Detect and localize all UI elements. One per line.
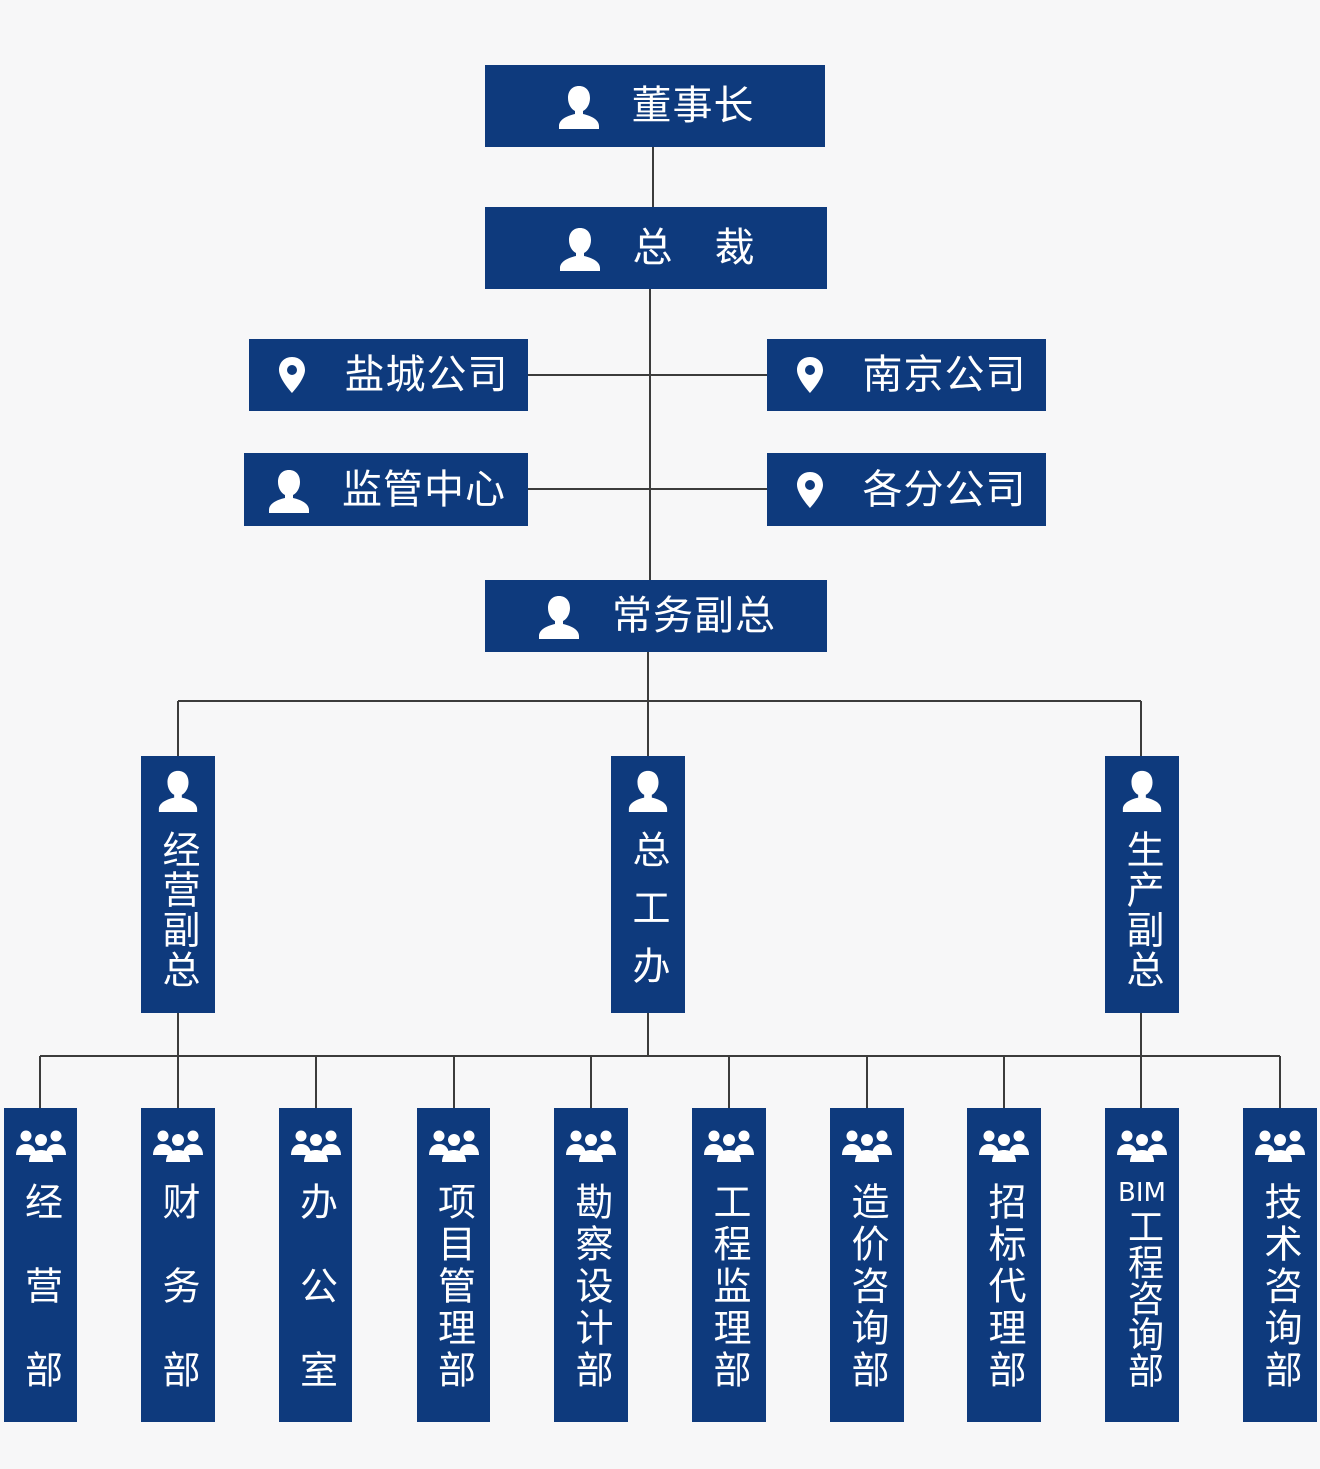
location-pin-icon xyxy=(269,352,315,398)
dept-business-label: 经营部 xyxy=(18,1182,63,1434)
dept-business: 经营部 xyxy=(4,1108,77,1434)
dept-cost-consulting: 造价咨询部 xyxy=(830,1108,904,1422)
person-icon xyxy=(156,768,200,812)
person-icon xyxy=(626,768,670,812)
group-icon xyxy=(428,1128,480,1162)
yancheng-company-box: 盐城公司 xyxy=(249,339,528,411)
dept-survey-design-label: 勘察设计部 xyxy=(569,1182,613,1392)
dept-engineering-supervision: 工程监理部 xyxy=(692,1108,766,1422)
executive-vp-label: 常务副总 xyxy=(612,593,776,639)
supervision-center-box: 监管中心 xyxy=(244,453,528,526)
vp-business-label: 经营副总 xyxy=(156,830,200,990)
dept-bidding-agency-label: 招标代理部 xyxy=(982,1182,1026,1392)
yancheng-company-label: 盐城公司 xyxy=(344,352,509,398)
president-label: 总 裁 xyxy=(632,225,756,271)
nanjing-company-label: 南京公司 xyxy=(862,352,1027,398)
person-icon xyxy=(557,225,603,271)
supervision-center-label: 监管中心 xyxy=(342,466,506,513)
dept-office: 办公室 xyxy=(279,1108,352,1434)
group-icon xyxy=(565,1128,617,1162)
nanjing-company-box: 南京公司 xyxy=(767,339,1046,411)
dept-project-management: 项目管理部 xyxy=(417,1108,490,1422)
group-icon xyxy=(290,1128,342,1162)
dept-project-management-label: 项目管理部 xyxy=(431,1182,476,1392)
group-icon xyxy=(152,1128,204,1162)
dept-survey-design: 勘察设计部 xyxy=(554,1108,628,1422)
president-box: 总 裁 xyxy=(485,207,827,289)
group-icon xyxy=(1116,1128,1168,1162)
vp-business-box: 经营副总 xyxy=(141,756,215,1013)
group-icon xyxy=(15,1128,67,1162)
dept-bim-engineering-consulting: BIM 工程咨询部 xyxy=(1105,1108,1179,1422)
vp-production-label: 生产副总 xyxy=(1120,830,1164,990)
group-icon xyxy=(841,1128,893,1162)
dept-office-label: 办公室 xyxy=(293,1182,338,1434)
chief-engineer-office-box: 总工办 xyxy=(611,756,685,1013)
person-icon xyxy=(1120,768,1164,812)
dept-bidding-agency: 招标代理部 xyxy=(967,1108,1041,1422)
person-icon xyxy=(556,83,602,129)
dept-bim-engineering-consulting-label: 工程咨询部 xyxy=(1122,1208,1163,1388)
group-icon xyxy=(703,1128,755,1162)
branch-companies-box: 各分公司 xyxy=(767,453,1046,526)
group-icon xyxy=(1254,1128,1306,1162)
dept-finance-label: 财务部 xyxy=(156,1182,200,1434)
executive-vp-box: 常务副总 xyxy=(485,580,827,652)
dept-finance: 财务部 xyxy=(141,1108,215,1434)
branch-companies-label: 各分公司 xyxy=(862,466,1027,513)
dept-technical-consulting: 技术咨询部 xyxy=(1243,1108,1317,1422)
dept-bim-prefix: BIM xyxy=(1118,1178,1166,1208)
dept-technical-consulting-label: 技术咨询部 xyxy=(1258,1182,1302,1392)
person-icon xyxy=(266,467,312,513)
chairman-box: 董事长 xyxy=(485,65,825,147)
person-icon xyxy=(536,593,582,639)
chairman-label: 董事长 xyxy=(631,83,755,129)
group-icon xyxy=(978,1128,1030,1162)
vp-production-box: 生产副总 xyxy=(1105,756,1179,1013)
location-pin-icon xyxy=(787,467,833,513)
dept-engineering-supervision-label: 工程监理部 xyxy=(707,1182,751,1392)
chief-engineer-office-label: 总工办 xyxy=(626,830,670,1004)
location-pin-icon xyxy=(787,352,833,398)
dept-cost-consulting-label: 造价咨询部 xyxy=(845,1182,889,1392)
